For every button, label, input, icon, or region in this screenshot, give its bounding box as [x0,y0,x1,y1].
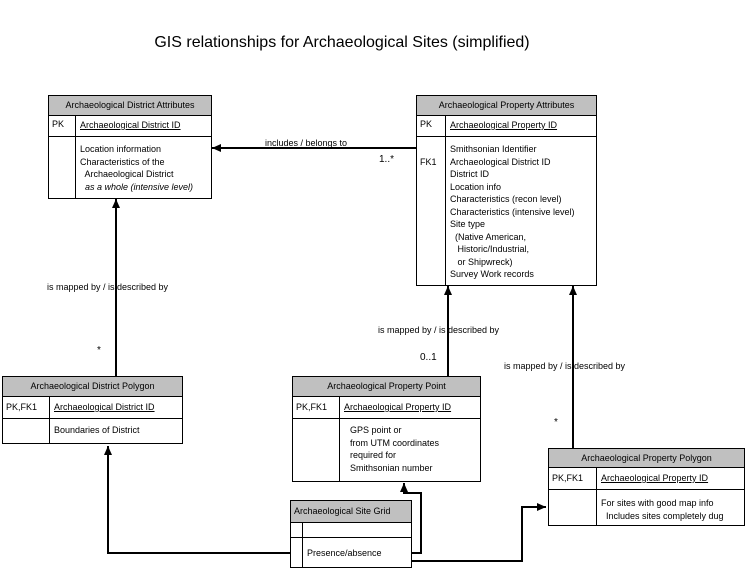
attribute-item: Smithsonian number [350,462,433,473]
attribute-key-column [3,419,50,443]
diagram-title: GIS relationships for Archaeological Sit… [154,34,530,51]
key-attribute: Archaeological Property ID [450,120,558,130]
connector-grid-property-point [400,483,422,554]
attribute-item: from UTM coordinates [350,437,440,448]
attribute-list: Location information Characteristics of … [76,137,211,198]
entity-header: Archaeological District Polygon [3,377,182,397]
attribute-list: For sites with good map info Includes si… [597,490,744,525]
relationship-label-point-mapped: is mapped by / is described by [378,325,500,335]
attribute-list: Boundaries of District [50,419,182,443]
entity-property-polygon[interactable]: Archaeological Property Polygon PK,FK1 A… [548,448,745,526]
attribute-key-column [293,419,340,481]
attribute-key: FK1 [420,156,437,167]
attribute-item: Presence/absence [307,548,382,558]
attribute-item: or Shipwreck) [450,256,513,267]
key-attribute: Archaeological Property ID [344,402,452,412]
key-label: PK [49,116,76,136]
connector-grid-property-polygon [412,503,546,562]
key-attribute: Archaeological District ID [80,120,181,130]
attribute-item: Archaeological District [80,169,174,179]
attribute-item: Site type [450,219,486,229]
relationship-label-includes: includes / belongs to [265,138,348,148]
attribute-item: required for [350,450,397,460]
attribute-item: Historic/Industrial, [450,244,530,254]
entity-header: Archaeological Property Point [293,377,480,397]
entity-header: Archaeological Property Polygon [549,449,744,468]
entity-property-point[interactable]: Archaeological Property Point PK,FK1 Arc… [292,376,481,482]
entity-header: Archaeological Site Grid [291,501,411,523]
attribute-key-column [49,137,76,198]
connector-grid-district-polygon [104,446,290,554]
attribute-item: For sites with good map info [601,498,714,508]
entity-district-polygon[interactable]: Archaeological District Polygon PK,FK1 A… [2,376,183,444]
attribute-list: Smithsonian Identifier Archaeological Di… [446,137,596,285]
key-attribute [303,523,411,537]
key-label: PK,FK1 [549,468,597,489]
entity-header: Archaeological District Attributes [49,96,211,116]
attribute-key [420,143,445,156]
attribute-item: Includes sites completely dug [601,510,724,521]
attribute-item: Smithsonian Identifier [450,144,537,154]
attribute-item: Characteristics (intensive level) [450,206,575,217]
attribute-item: (Native American, [450,231,527,242]
entity-district-attributes[interactable]: Archaeological District Attributes PK Ar… [48,95,212,199]
attribute-item: Characteristics (recon level) [450,194,562,204]
multiplicity-polygon-mapped: * [554,417,558,428]
multiplicity-district-mapped: * [97,345,101,356]
attribute-item: Archaeological District ID [450,156,551,167]
key-label: PK,FK1 [3,397,50,418]
entity-header: Archaeological Property Attributes [417,96,596,116]
multiplicity-includes: 1..* [379,154,395,165]
attribute-item: GPS point or [350,425,402,435]
attribute-key-column [549,490,597,525]
attribute-list: Presence/absence [303,538,411,567]
attribute-item: as a whole (intensive level) [80,181,194,192]
relationship-label-polygon-mapped: is mapped by / is described by [504,361,626,371]
key-label [291,523,303,537]
attribute-item: Survey Work records [450,269,534,279]
attribute-item: Boundaries of District [54,425,140,435]
entity-site-grid[interactable]: Archaeological Site Grid Presence/absenc… [290,500,412,568]
entity-property-attributes[interactable]: Archaeological Property Attributes PK Ar… [416,95,597,286]
attribute-item: District ID [450,169,489,179]
multiplicity-point-mapped: 0..1 [420,352,437,363]
key-label: PK [417,116,446,136]
attribute-item: Location information [80,144,162,154]
attribute-list: GPS point or from UTM coordinates requir… [340,419,480,481]
attribute-item: Characteristics of the [80,156,165,167]
attribute-item: Location info [450,181,502,192]
relationship-label-district-mapped: is mapped by / is described by [47,282,169,292]
key-label: PK,FK1 [293,397,340,418]
attribute-key-column [291,538,303,567]
key-attribute: Archaeological District ID [54,402,155,412]
key-attribute: Archaeological Property ID [601,473,709,483]
attribute-key-column: FK1 [417,137,446,285]
